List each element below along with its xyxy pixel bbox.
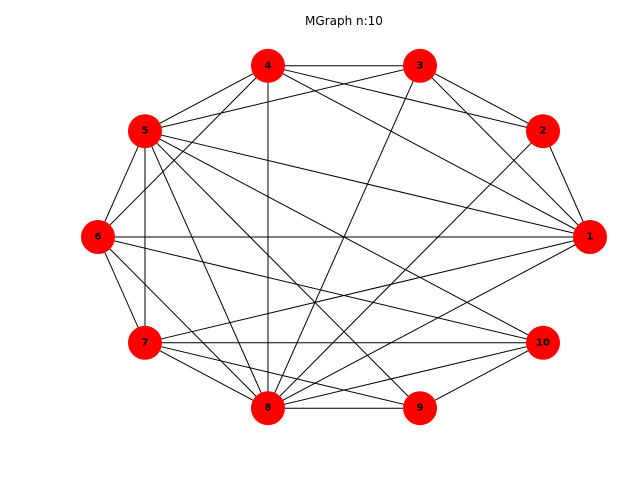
node-7: 7 bbox=[127, 325, 162, 360]
node-9: 9 bbox=[403, 391, 438, 426]
node-2: 2 bbox=[526, 114, 561, 149]
node-circle-2 bbox=[526, 114, 561, 149]
edge-7-8 bbox=[144, 342, 269, 409]
node-label-7: 7 bbox=[141, 337, 148, 348]
edge-1-8 bbox=[267, 236, 591, 409]
edge-9-10 bbox=[419, 342, 544, 409]
edge-8-10 bbox=[267, 342, 544, 409]
node-label-5: 5 bbox=[141, 126, 148, 137]
node-circle-7 bbox=[127, 325, 162, 360]
edge-4-5 bbox=[144, 65, 269, 132]
edge-7-9 bbox=[144, 342, 421, 409]
node-10: 10 bbox=[526, 325, 561, 360]
node-6: 6 bbox=[81, 220, 115, 254]
node-label-9: 9 bbox=[417, 403, 424, 414]
node-circle-1 bbox=[573, 220, 607, 254]
graph-title: MGraph n:10 bbox=[305, 14, 383, 28]
node-5: 5 bbox=[127, 114, 162, 149]
node-circle-5 bbox=[127, 114, 162, 149]
edge-5-10 bbox=[144, 130, 544, 344]
node-circle-8 bbox=[250, 391, 285, 426]
nodes-layer: 1 2 3 4 5 6 7 8 9 10 bbox=[81, 48, 607, 426]
edges-layer bbox=[97, 65, 591, 409]
node-label-4: 4 bbox=[264, 60, 271, 71]
node-4: 4 bbox=[250, 48, 285, 83]
edge-3-5 bbox=[144, 65, 421, 132]
node-circle-4 bbox=[250, 48, 285, 83]
node-label-1: 1 bbox=[587, 232, 594, 243]
node-label-2: 2 bbox=[540, 126, 547, 137]
node-8: 8 bbox=[250, 391, 285, 426]
node-3: 3 bbox=[403, 48, 438, 83]
node-circle-10 bbox=[526, 325, 561, 360]
edge-5-6 bbox=[97, 130, 146, 238]
edge-1-3 bbox=[419, 65, 591, 238]
node-label-6: 6 bbox=[95, 232, 102, 243]
node-label-10: 10 bbox=[536, 337, 550, 348]
node-1: 1 bbox=[573, 220, 607, 254]
node-circle-9 bbox=[403, 391, 438, 426]
edge-6-10 bbox=[97, 236, 544, 344]
node-circle-6 bbox=[81, 220, 115, 254]
edge-6-7 bbox=[97, 236, 146, 344]
node-label-3: 3 bbox=[417, 60, 424, 71]
edge-1-4 bbox=[267, 65, 591, 238]
edge-5-8 bbox=[144, 130, 269, 409]
edge-6-8 bbox=[97, 236, 269, 409]
node-circle-3 bbox=[403, 48, 438, 83]
edge-2-3 bbox=[419, 65, 544, 132]
edge-5-9 bbox=[144, 130, 421, 409]
node-label-8: 8 bbox=[264, 403, 271, 414]
edge-1-7 bbox=[144, 236, 591, 344]
edge-1-2 bbox=[542, 130, 591, 238]
